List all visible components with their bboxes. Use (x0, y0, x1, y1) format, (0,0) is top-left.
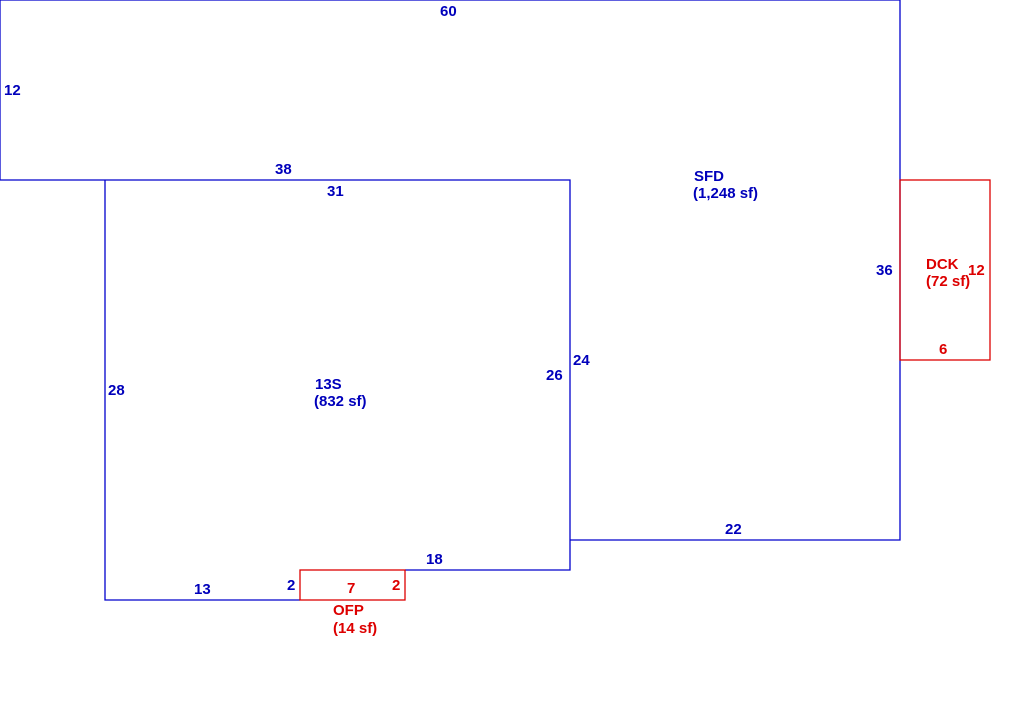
dim-sfd-bottom: 22 (725, 521, 742, 538)
sfd-code-label: SFD (694, 168, 724, 185)
dim-story13-notch: 2 (287, 577, 295, 594)
story13-code-label: 13S (315, 376, 342, 393)
dim-sfd-top: 60 (440, 3, 457, 20)
sfd-outline-right (570, 0, 901, 541)
dim-sfd-ledge: 38 (275, 161, 292, 178)
ofp-outline (299, 569, 406, 601)
dim-ofp-width: 7 (347, 580, 355, 597)
story13-area-label: (832 sf) (314, 393, 367, 410)
ofp-area-label: (14 sf) (333, 620, 377, 637)
story13-outline (105, 179, 571, 571)
dim-story13-bottom-left: 13 (194, 581, 211, 598)
dim-story13-left: 28 (108, 382, 125, 399)
dim-dck-right: 12 (968, 262, 985, 279)
dim-story13-right: 26 (546, 367, 563, 384)
dck-code-label: DCK (926, 256, 959, 273)
ofp-code-label: OFP (333, 602, 364, 619)
dim-ofp-depth: 2 (392, 577, 400, 594)
dim-sfd-left: 12 (4, 82, 21, 99)
dim-dck-bottom: 6 (939, 341, 947, 358)
dck-area-label: (72 sf) (926, 273, 970, 290)
dim-story13-bottom-right: 18 (426, 551, 443, 568)
sfd-area-label: (1,248 sf) (693, 185, 758, 202)
dim-sfd-inner: 24 (573, 352, 590, 369)
dck-outline (899, 179, 991, 361)
dim-story13-top: 31 (327, 183, 344, 200)
sfd-outline (0, 0, 900, 181)
dim-sfd-right: 36 (876, 262, 893, 279)
story13-outline-left (104, 180, 300, 601)
